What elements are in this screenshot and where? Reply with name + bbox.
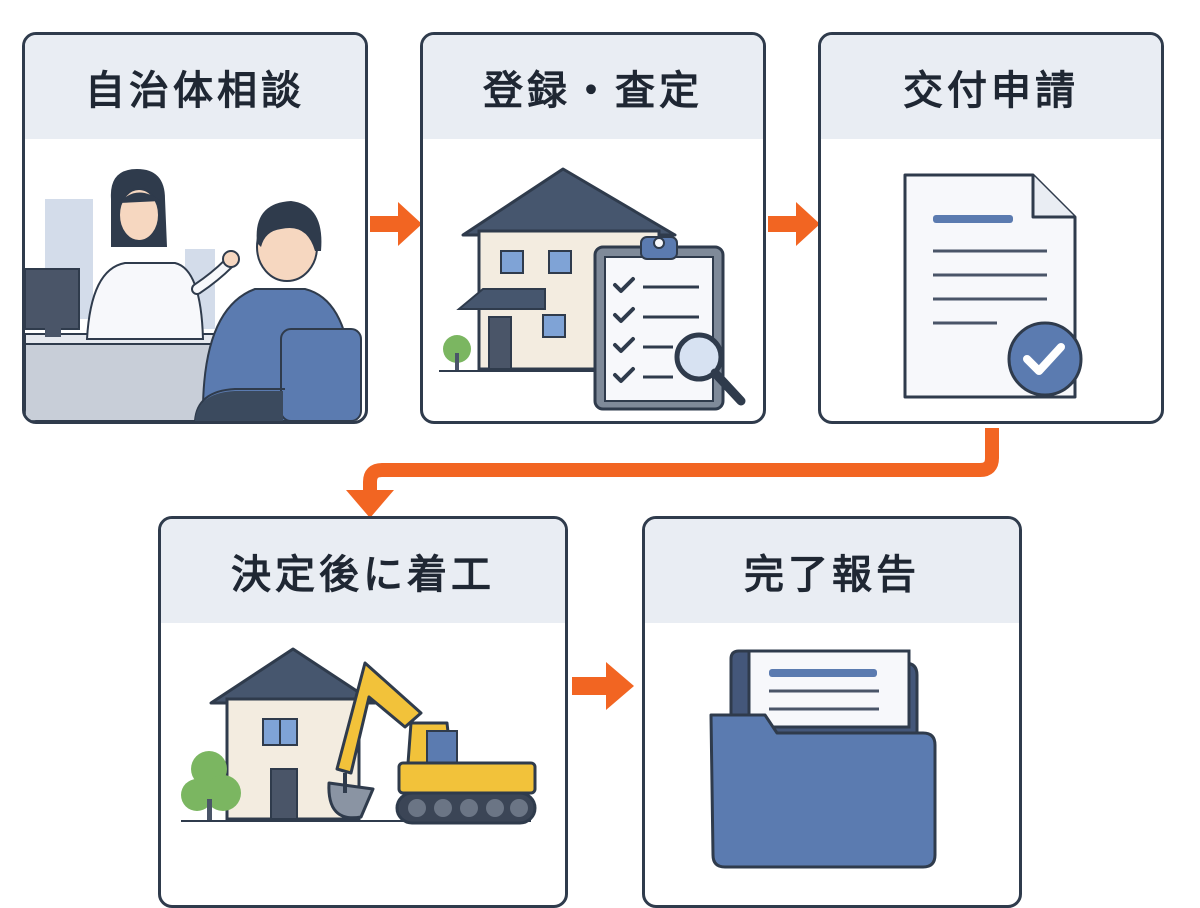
consultation-scene-icon xyxy=(25,139,365,421)
flow-arrow-2-3 xyxy=(768,202,820,246)
flow-arrow-4-5 xyxy=(572,662,634,710)
step-header: 登録・査定 xyxy=(423,35,763,139)
house-inspection-icon xyxy=(423,139,763,421)
step-header: 完了報告 xyxy=(645,519,1019,623)
report-folder-icon xyxy=(645,623,1019,905)
approved-document-icon xyxy=(821,139,1161,421)
flow-arrow-1-2 xyxy=(370,202,422,246)
step-card-grant-application: 交付申請 xyxy=(818,32,1164,424)
step-title: 決定後に着工 xyxy=(231,552,495,598)
house-excavator-icon xyxy=(161,623,565,905)
step-card-start-construction: 決定後に着工 xyxy=(158,516,568,908)
step-card-completion-report: 完了報告 xyxy=(642,516,1022,908)
step-title: 登録・査定 xyxy=(483,68,703,114)
step-title: 自治体相談 xyxy=(85,68,305,114)
step-header: 交付申請 xyxy=(821,35,1161,139)
step-title: 交付申請 xyxy=(903,68,1079,114)
flow-arrow-3-4 xyxy=(346,428,999,518)
step-card-registration-assessment: 登録・査定 xyxy=(420,32,766,424)
step-title: 完了報告 xyxy=(744,552,920,598)
step-card-consultation: 自治体相談 xyxy=(22,32,368,424)
step-header: 自治体相談 xyxy=(25,35,365,139)
step-header: 決定後に着工 xyxy=(161,519,565,623)
